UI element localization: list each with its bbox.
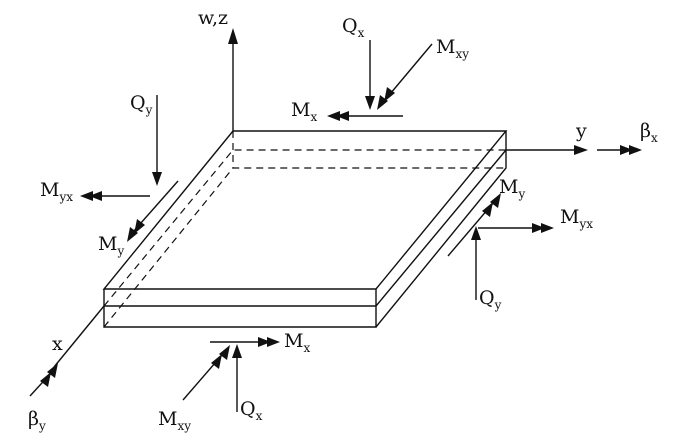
axis-y-label: y — [575, 120, 587, 142]
plate-right-side — [375, 131, 507, 328]
beta-y-arrow — [29, 363, 58, 397]
axis-y — [506, 145, 588, 155]
beta-x-arrow — [597, 145, 642, 155]
myx-right-arrow — [478, 223, 554, 233]
qx-bottom-label: Qx — [240, 398, 263, 423]
mx-top-arrow — [327, 111, 403, 121]
qx-top-arrow — [365, 40, 375, 110]
beta-x-label: βx — [640, 120, 658, 145]
mxy-bottom-label: Mxy — [158, 408, 191, 433]
myx-right-label: Myx — [560, 206, 593, 231]
mx-bottom-label: Mx — [284, 330, 310, 355]
beta-y-label: βy — [28, 408, 46, 433]
axis-z-label: w,z — [198, 7, 228, 29]
mx-bottom-arrow — [210, 337, 280, 347]
mxy-bottom-arrow — [182, 345, 230, 401]
qy-left-arrow — [152, 95, 162, 186]
my-right-arrow — [447, 193, 501, 257]
plate-midplane-right — [375, 149, 507, 307]
mxy-top-arrow — [377, 43, 433, 110]
myx-left-label: Myx — [40, 179, 73, 204]
qy-left-label: Qy — [130, 92, 153, 117]
plate-top-face — [102, 130, 508, 290]
plate-hidden-mid-edges — [103, 149, 506, 307]
plate — [102, 130, 508, 328]
plate-front-side — [103, 289, 377, 328]
axis-z — [228, 28, 238, 131]
mx-top-label: Mx — [291, 99, 317, 124]
myx-left-arrow — [80, 191, 150, 201]
my-left-arrow — [127, 180, 179, 242]
qy-right-label: Qy — [479, 287, 502, 312]
my-left-label: My — [98, 233, 124, 258]
axis-x — [53, 305, 105, 368]
qx-bottom-arrow — [232, 344, 242, 412]
axis-x-label: x — [52, 333, 63, 355]
qy-right-arrow — [471, 226, 481, 300]
my-right-label: My — [499, 176, 525, 201]
mxy-top-label: Mxy — [436, 36, 469, 61]
qx-top-label: Qx — [342, 15, 365, 40]
plate-hidden-bottom-edges — [103, 167, 506, 328]
